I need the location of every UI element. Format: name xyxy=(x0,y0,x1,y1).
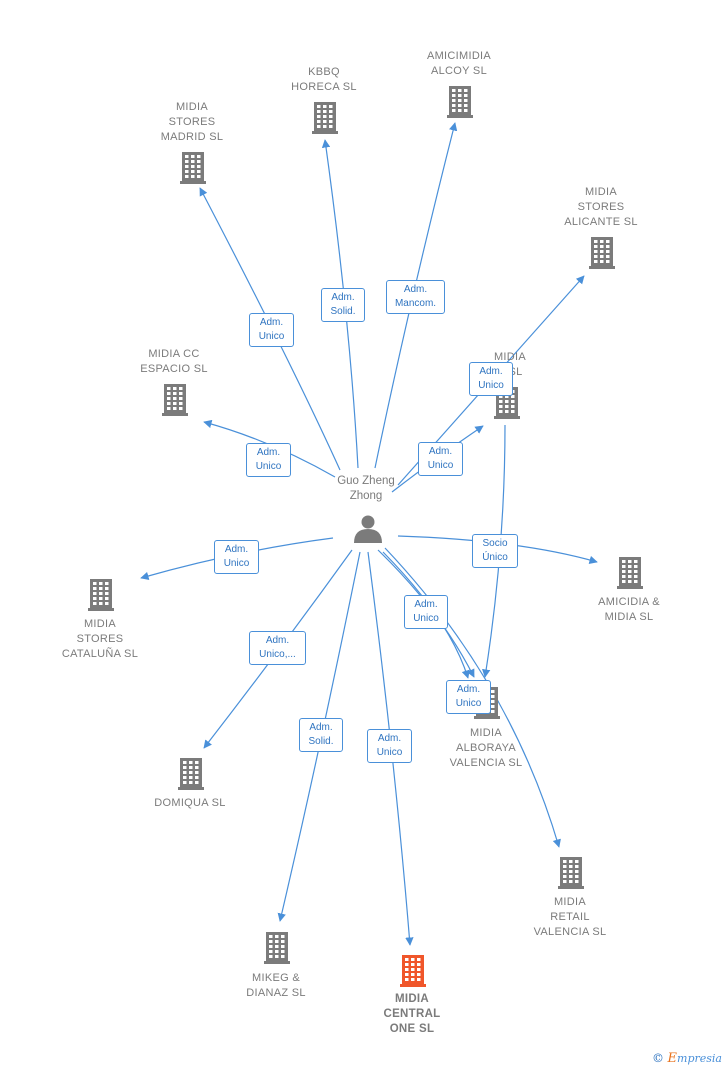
node-label-domiqua[interactable]: DOMIQUA SL xyxy=(154,797,226,809)
brand-initial: E xyxy=(667,1051,678,1066)
building-icon[interactable] xyxy=(180,152,206,184)
node-label-midia-stores-madrid[interactable]: MIDIA STORES MADRID SL xyxy=(160,101,224,143)
edge-label-central[interactable]: Adm. Unico xyxy=(367,729,412,763)
building-icon[interactable] xyxy=(400,955,426,987)
edge-label-madrid[interactable]: Adm. Unico xyxy=(249,313,294,347)
building-icon[interactable] xyxy=(589,237,615,269)
edge-label-espacio[interactable]: Adm. Unico xyxy=(246,443,291,477)
brand-name: mpresia xyxy=(677,1052,722,1065)
edge-label-amicidia[interactable]: Socio Único xyxy=(472,534,518,568)
node-label-midia-stores-cataluna[interactable]: MIDIA STORES CATALUÑA SL xyxy=(61,618,139,660)
node-label-mikeg-dianaz[interactable]: MIKEG & DIANAZ SL xyxy=(246,972,306,999)
footer-brand: © Empresia xyxy=(652,1051,722,1066)
person-icon[interactable] xyxy=(354,515,382,544)
node-label-midia-stores-alicante[interactable]: MIDIA STORES ALICANTE SL xyxy=(564,186,638,228)
copyright-symbol: © xyxy=(652,1051,665,1065)
building-icon[interactable] xyxy=(558,857,584,889)
building-icon[interactable] xyxy=(617,557,643,589)
edge-label-mikeg[interactable]: Adm. Solid. xyxy=(299,718,343,752)
building-icon[interactable] xyxy=(178,758,204,790)
edge-label-domiqua[interactable]: Adm. Unico,... xyxy=(249,631,306,665)
edge-label-midia-s[interactable]: Adm. Unico xyxy=(418,442,463,476)
building-icon[interactable] xyxy=(264,932,290,964)
building-icon[interactable] xyxy=(88,579,114,611)
edge-label-cataluna[interactable]: Adm. Unico xyxy=(214,540,259,574)
building-icon[interactable] xyxy=(312,102,338,134)
edge-label-retail[interactable]: Adm. Unico xyxy=(446,680,491,714)
node-label-amicimidia-alcoy[interactable]: AMICIMIDIA ALCOY SL xyxy=(426,50,492,77)
edge-label-alicante[interactable]: Adm. Unico xyxy=(469,362,513,396)
node-label-midia-central-one[interactable]: MIDIA CENTRAL ONE SL xyxy=(383,993,441,1035)
node-label-midia-alboraya-valencia[interactable]: MIDIA ALBORAYA VALENCIA SL xyxy=(449,727,523,769)
edge-label-alcoy[interactable]: Adm. Mancom. xyxy=(386,280,445,314)
node-label-midia-cc-espacio[interactable]: MIDIA CC ESPACIO SL xyxy=(140,348,208,375)
building-icon[interactable] xyxy=(162,384,188,416)
edge-label-alboraya[interactable]: Adm. Unico xyxy=(404,595,448,629)
node-label-kbbq-horeca[interactable]: KBBQ HORECA SL xyxy=(291,66,357,93)
node-label-midia-retail-valencia[interactable]: MIDIA RETAIL VALENCIA SL xyxy=(533,896,607,938)
edge-label-kbbq[interactable]: Adm. Solid. xyxy=(321,288,365,322)
building-icon[interactable] xyxy=(447,86,473,118)
node-label-amicidia-midia[interactable]: AMICIDIA & MIDIA SL xyxy=(598,596,660,623)
person-name: Guo Zheng Zhong xyxy=(337,475,395,502)
